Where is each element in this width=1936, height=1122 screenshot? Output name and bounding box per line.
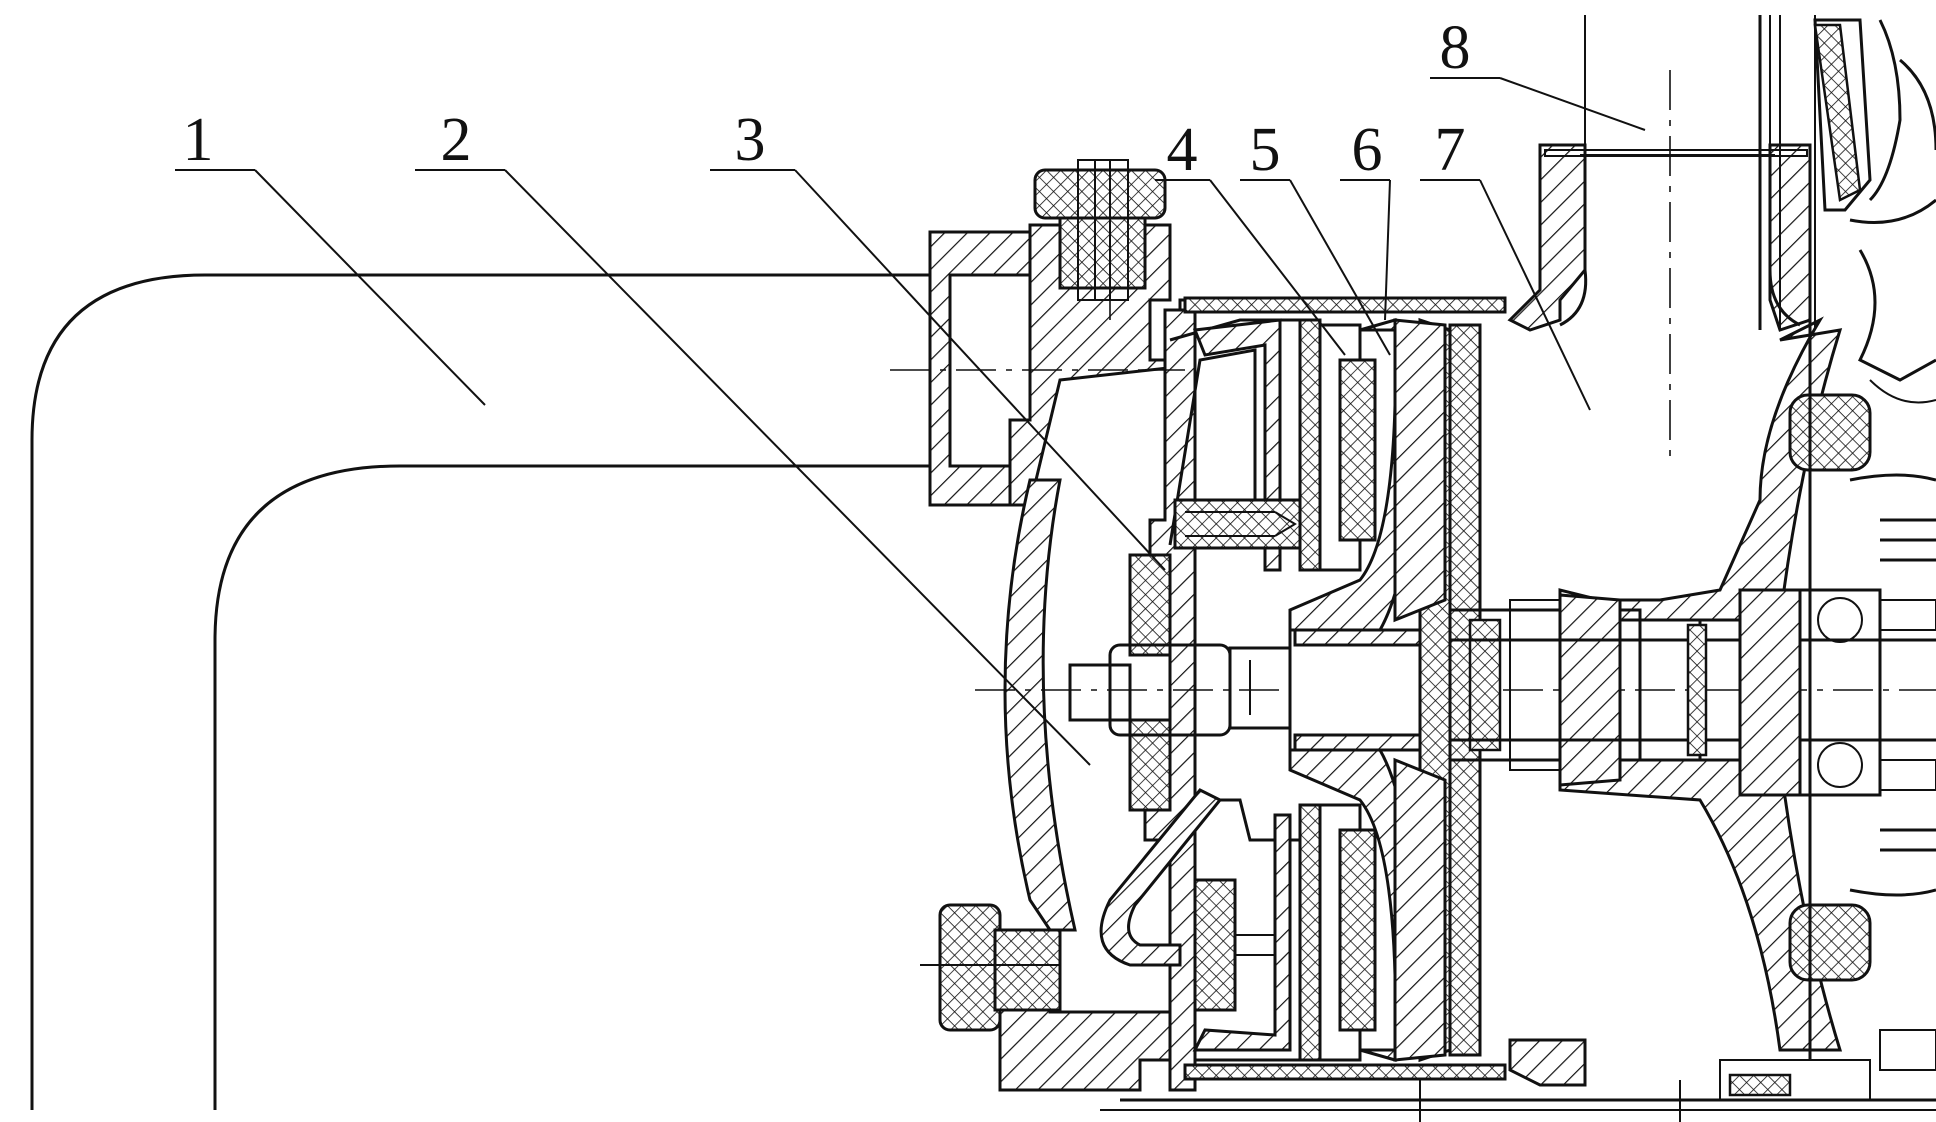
pump-shaft bbox=[1450, 619, 1936, 761]
part-labels: 1 2 3 4 5 6 7 8 bbox=[183, 14, 1471, 184]
label-6: 6 bbox=[1352, 116, 1383, 184]
outlet-nozzle bbox=[1580, 15, 1775, 156]
clamp-screw-top bbox=[1173, 498, 1307, 550]
label-1: 1 bbox=[183, 106, 214, 174]
label-8: 8 bbox=[1440, 14, 1471, 82]
clamp-screw-bottom bbox=[1193, 878, 1275, 1012]
drain-plug-top bbox=[1033, 159, 1167, 301]
label-5: 5 bbox=[1250, 116, 1281, 184]
leader-lines bbox=[175, 77, 1646, 766]
motor-end-structure bbox=[1758, 15, 1936, 1071]
label-7: 7 bbox=[1435, 116, 1466, 184]
drain-plug-bottom bbox=[920, 903, 1062, 1032]
bearing-bracket bbox=[1507, 143, 1843, 1087]
base-plate bbox=[1419, 1059, 1871, 1122]
label-4: 4 bbox=[1167, 116, 1198, 184]
impeller bbox=[1288, 318, 1452, 1062]
outer-housing-band bbox=[1100, 296, 1936, 1111]
bearing bbox=[1738, 588, 1936, 797]
suction-elbow-pipe bbox=[30, 273, 935, 1110]
label-2: 2 bbox=[441, 106, 472, 174]
label-3: 3 bbox=[735, 106, 766, 174]
